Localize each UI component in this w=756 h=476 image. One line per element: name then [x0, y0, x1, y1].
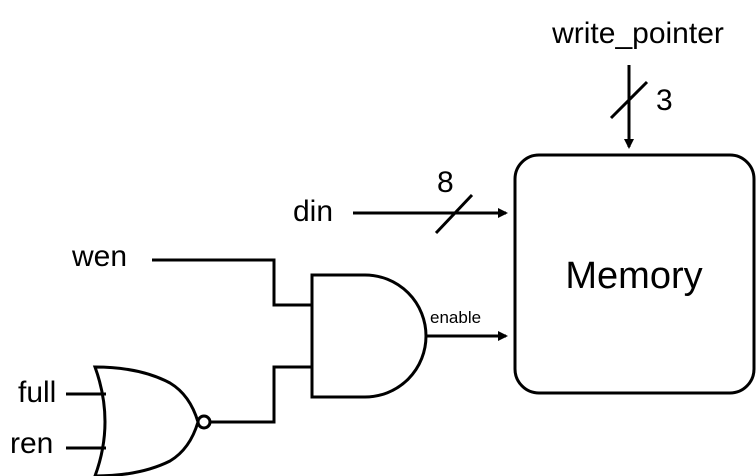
- ren-label: ren: [10, 427, 53, 460]
- nor-inversion-bubble: [196, 414, 212, 430]
- wen-label: wen: [71, 240, 127, 273]
- and-gate: [310, 273, 428, 399]
- enable-label: enable: [430, 308, 481, 327]
- din-width-label: 8: [437, 166, 454, 199]
- write-pointer-width-label: 3: [656, 84, 673, 117]
- memory-label: Memory: [565, 255, 702, 297]
- din-bus-slash: [434, 193, 474, 235]
- nor-output-wire: [210, 365, 312, 424]
- write-pointer-label: write_pointer: [551, 17, 724, 50]
- nor-gate: [92, 365, 200, 476]
- wen-wire: [152, 258, 312, 307]
- memory-block: [513, 153, 756, 395]
- full-label: full: [18, 376, 56, 409]
- din-label: din: [293, 195, 333, 228]
- write-pointer-bus-slash: [609, 80, 649, 120]
